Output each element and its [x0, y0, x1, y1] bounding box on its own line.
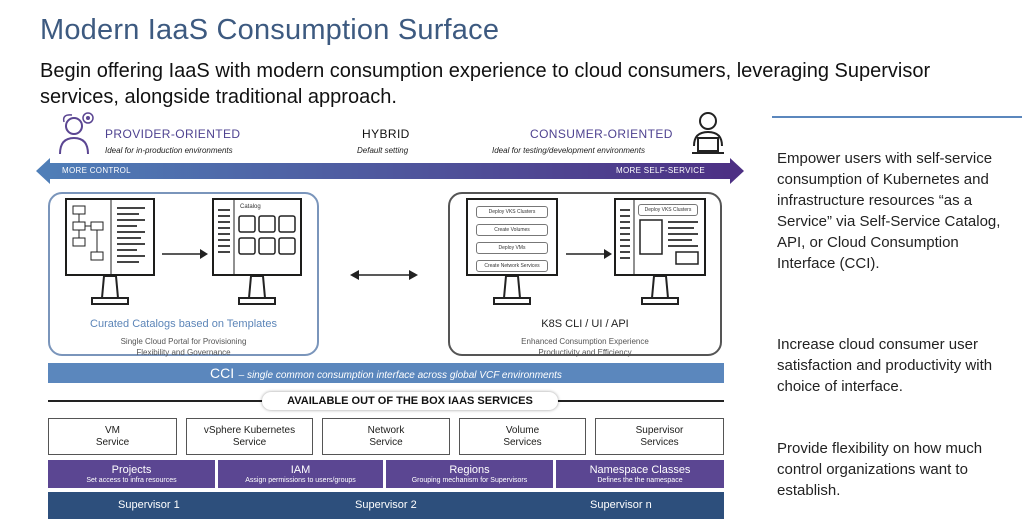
category-name: Regions	[449, 464, 490, 476]
side-accent-line	[772, 116, 1022, 118]
catalog-sub1: Single Cloud Portal for Provisioning	[120, 337, 247, 346]
category-desc: Assign permissions to users/groups	[245, 477, 356, 484]
flowchart-icon	[72, 200, 145, 274]
monitor-stand-icon	[641, 276, 679, 305]
page-title: Modern IaaS Consumption Surface	[40, 14, 500, 46]
bidirectional-arrow-icon	[350, 270, 418, 280]
monitor-stand-icon	[91, 276, 129, 305]
provider-person-icon	[59, 112, 94, 155]
consumer-oriented-desc: Ideal for testing/development environmen…	[492, 146, 645, 155]
service-line1: Supervisor	[635, 424, 684, 436]
monitor-stand-icon	[493, 276, 531, 305]
catalog-caption: Curated Catalogs based on Templates	[90, 318, 277, 330]
consumer-oriented-label: CONSUMER-ORIENTED	[530, 127, 673, 141]
service-line2: Services	[503, 436, 542, 448]
catalog-grid-icon	[218, 200, 296, 274]
deploy-vks-clusters-header: Deploy VKS Clusters	[638, 204, 698, 216]
service-line1: vSphere Kubernetes	[203, 424, 296, 436]
hybrid-label: HYBRID	[362, 127, 410, 141]
category-desc: Grouping mechanism for Supervisors	[411, 477, 528, 484]
category-name: IAM	[290, 464, 311, 476]
catalog-sub2: Flexibility and Governance	[136, 348, 231, 357]
page-subtitle: Begin offering IaaS with modern consumpt…	[40, 60, 931, 108]
supervisor-2-label: Supervisor 2	[355, 499, 417, 511]
right-arrow-icon	[566, 249, 612, 259]
create-volumes-button: Create Volumes	[476, 224, 548, 236]
service-line1: Network	[367, 424, 405, 436]
service-line1: Volume	[505, 424, 540, 436]
more-control-label: MORE CONTROL	[62, 166, 131, 175]
k8s-sub2: Productivity and Efficiency	[538, 348, 632, 357]
template-monitor	[65, 198, 155, 276]
provider-oriented-label: PROVIDER-ORIENTED	[105, 127, 241, 141]
category-desc: Set access to infra resources	[86, 477, 177, 484]
category-name: Namespace Classes	[589, 464, 691, 476]
supervisor-n-label: Supervisor n	[590, 499, 652, 511]
service-line2: Service	[232, 436, 267, 448]
cci-desc: – single common consumption interface ac…	[238, 370, 562, 381]
side-paragraph-1: Empower users with self-service consumpt…	[777, 150, 1001, 272]
right-arrow-icon	[162, 249, 208, 259]
service-line1: VM	[105, 424, 120, 436]
supervisor-1-label: Supervisor 1	[118, 499, 180, 511]
provider-oriented-desc: Ideal for in-production environments	[105, 146, 233, 155]
cluster-deploy-monitor: Deploy VKS Clusters	[614, 198, 706, 276]
form-layout-icon	[620, 200, 699, 274]
monitor-stand-icon	[238, 276, 276, 305]
hybrid-desc: Default setting	[357, 146, 409, 155]
category-desc: Defines the the namespace	[597, 477, 683, 484]
more-self-service-label: MORE SELF-SERVICE	[616, 166, 705, 175]
consumer-person-icon	[692, 112, 724, 154]
catalog-screen-label: Catalog	[240, 204, 261, 210]
side-paragraph-3: Provide flexibility on how much control …	[777, 440, 983, 499]
services-header: AVAILABLE OUT OF THE BOX IAAS SERVICES	[262, 392, 558, 410]
category-name: Projects	[111, 464, 152, 476]
ui-buttons-monitor: Deploy VKS Clusters Create Volumes Deplo…	[466, 198, 558, 276]
cci-name: CCI	[210, 365, 235, 381]
side-paragraph-2: Increase cloud consumer user satisfactio…	[777, 336, 993, 395]
service-line2: Service	[95, 436, 130, 448]
create-network-services-button: Create Network Services	[476, 260, 548, 272]
cci-band: CCI – single common consumption interfac…	[48, 363, 724, 383]
k8s-sub1: Enhanced Consumption Experience	[521, 337, 649, 346]
deploy-vms-button: Deploy VMs	[476, 242, 548, 254]
service-line2: Service	[369, 436, 403, 448]
service-line2: Services	[640, 436, 679, 448]
deploy-vks-clusters-button: Deploy VKS Clusters	[476, 206, 548, 218]
catalog-monitor: Catalog	[212, 198, 302, 276]
control-spectrum-arrow	[36, 158, 744, 184]
supervisor-band	[48, 492, 724, 519]
k8s-caption: K8S CLI / UI / API	[541, 318, 629, 330]
